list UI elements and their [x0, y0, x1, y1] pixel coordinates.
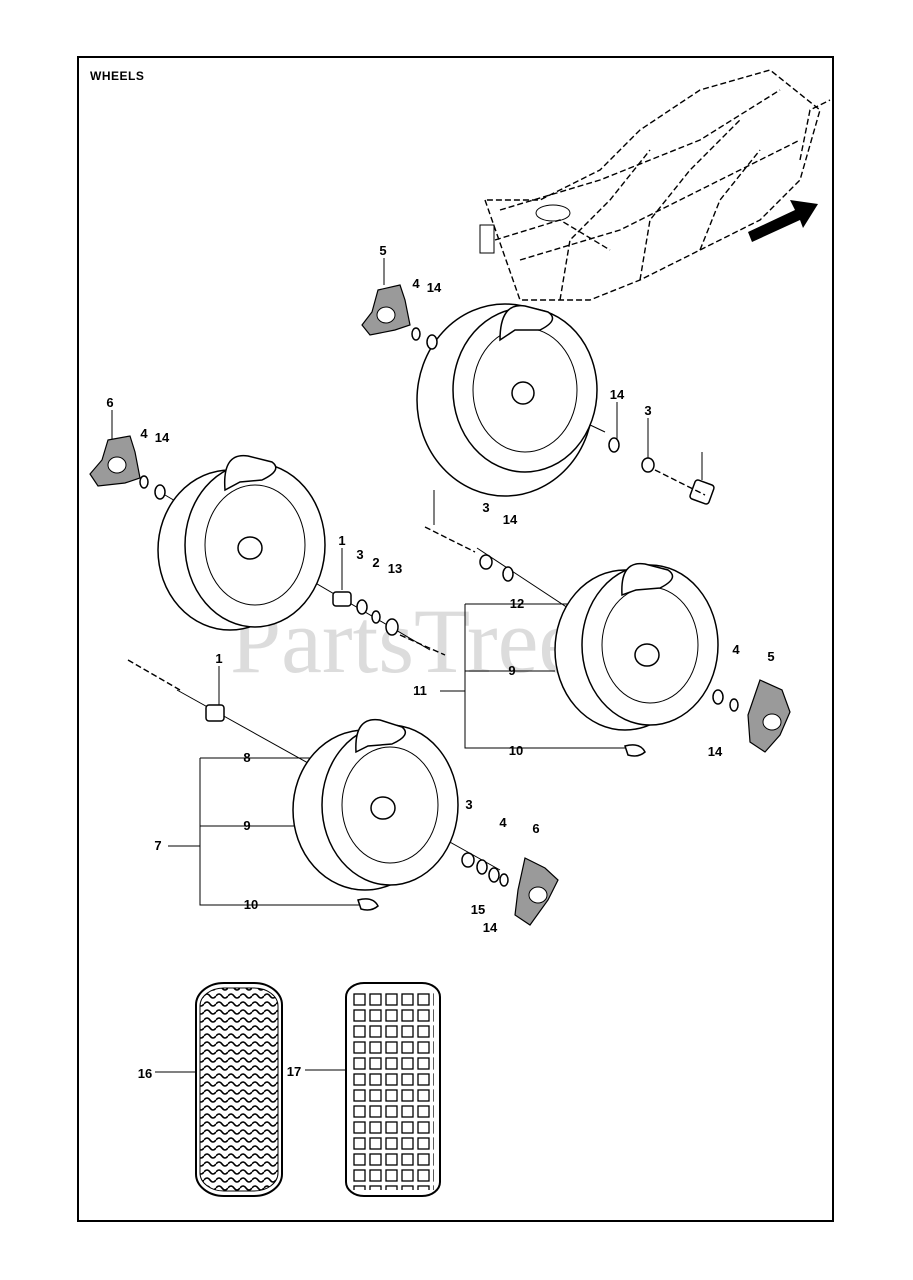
callout-6: 6 — [532, 821, 539, 836]
bushings — [205, 479, 715, 722]
callout-4: 4 — [140, 426, 148, 441]
callout-17: 17 — [287, 1064, 301, 1079]
callout-14: 14 — [155, 430, 170, 445]
wheel-assembly-front-right — [554, 562, 719, 731]
callout-3: 3 — [482, 500, 489, 515]
diagram-title: WHEELS — [90, 69, 145, 83]
callout-9: 9 — [508, 663, 515, 678]
hub-cap-5-top — [361, 284, 411, 336]
callout-5: 5 — [767, 649, 774, 664]
hub-cap-5-right — [747, 679, 791, 753]
callout-5: 5 — [379, 243, 386, 258]
callout-3: 3 — [356, 547, 363, 562]
callout-13: 13 — [388, 561, 402, 576]
callout-10: 10 — [244, 897, 258, 912]
direction-arrow-icon — [748, 200, 818, 242]
wheel-assembly-rear-right — [416, 303, 598, 497]
callout-9: 9 — [243, 818, 250, 833]
callout-15: 15 — [471, 902, 485, 917]
callout-3: 3 — [644, 403, 651, 418]
callout-7: 7 — [154, 838, 161, 853]
chassis-frame-illustration — [479, 69, 831, 301]
tire-16-turf-tread — [195, 982, 283, 1197]
callout-14: 14 — [483, 920, 498, 935]
callout-14: 14 — [503, 512, 518, 527]
callout-11: 11 — [413, 683, 427, 698]
axle-shafts — [127, 452, 706, 691]
tire-17-knobby-tread — [345, 982, 441, 1197]
diagram-frame — [77, 56, 834, 1222]
washers-and-spacers — [139, 327, 739, 887]
callout-12: 12 — [510, 596, 524, 611]
callout-4: 4 — [499, 815, 507, 830]
callout-14: 14 — [427, 280, 442, 295]
callout-1: 1 — [338, 533, 345, 548]
callout-3: 3 — [465, 797, 472, 812]
callout-14: 14 — [708, 744, 723, 759]
wheel-assembly-rear-left — [157, 454, 326, 631]
callout-2: 2 — [372, 555, 379, 570]
hub-cap-6-lower — [514, 857, 559, 926]
hub-cap-6-left — [89, 435, 141, 487]
callout-10: 10 — [509, 743, 523, 758]
wheel-assembly-front-left — [292, 718, 459, 891]
callout-16: 16 — [138, 1066, 152, 1081]
callout-4: 4 — [732, 642, 740, 657]
callout-6: 6 — [106, 395, 113, 410]
callout-8: 8 — [243, 750, 250, 765]
callout-4: 4 — [412, 276, 420, 291]
callout-14: 14 — [610, 387, 625, 402]
callout-1: 1 — [215, 651, 222, 666]
valve-stems — [357, 744, 646, 911]
